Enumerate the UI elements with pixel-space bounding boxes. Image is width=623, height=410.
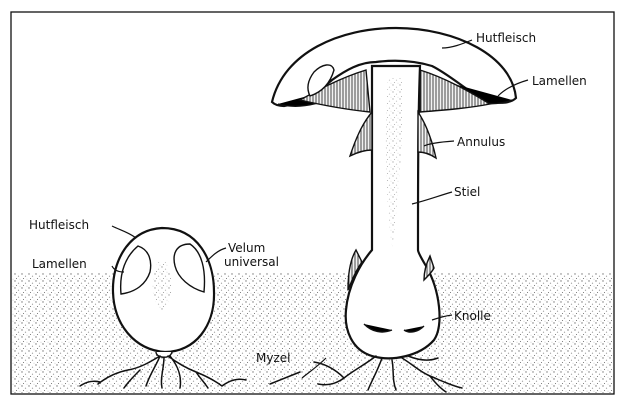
label-annulus: Annulus (457, 135, 505, 149)
label-hutfleisch-left: Hutfleisch (29, 218, 89, 232)
label-knolle: Knolle (454, 309, 491, 323)
label-hutfleisch-right: Hutfleisch (476, 31, 536, 45)
label-lamellen-right: Lamellen (532, 74, 587, 88)
label-velum-line1: Velum (228, 241, 265, 255)
label-stiel: Stiel (454, 185, 480, 199)
label-myzel: Myzel (256, 351, 290, 365)
label-velum-line2: universal (224, 255, 279, 269)
label-lamellen-left: Lamellen (32, 257, 87, 271)
annulus-left (350, 112, 372, 156)
soil (12, 273, 613, 393)
annulus-right (418, 112, 436, 158)
